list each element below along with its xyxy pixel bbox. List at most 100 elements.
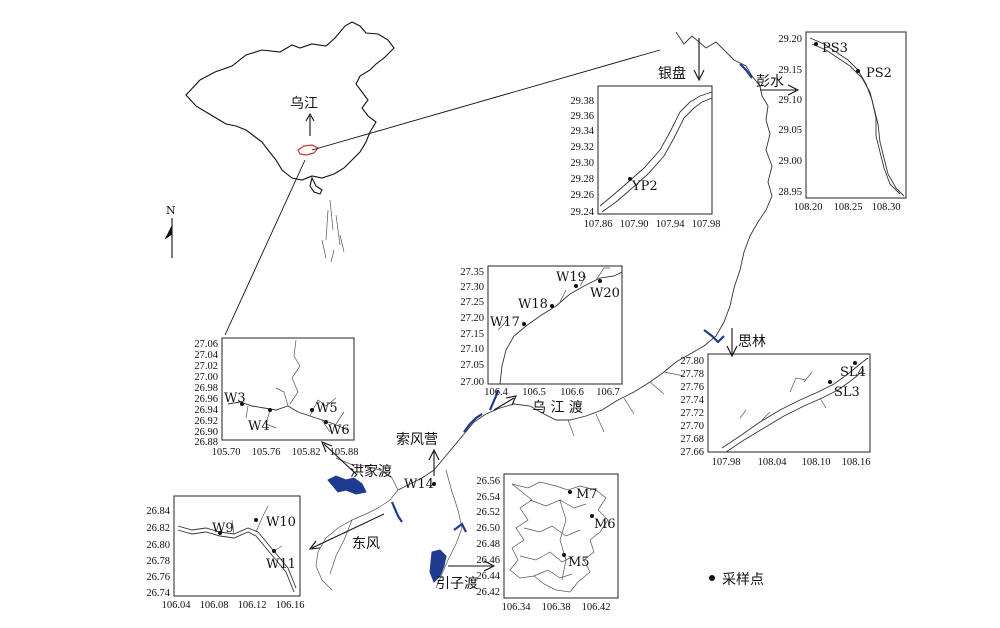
site-dot-w20: [598, 279, 602, 283]
y-tick: 29.28: [570, 174, 594, 185]
x-tick: 107.98: [712, 457, 741, 468]
inset-yinpan: YP2 29.38 29.36 29.34 29.32 29.30 29.28 …: [570, 85, 721, 230]
north-label: N: [166, 204, 176, 217]
site-label-w20: W20: [590, 286, 620, 301]
y-tick: 26.54: [476, 492, 500, 503]
site-label-w3: W3: [224, 391, 246, 406]
x-tick: 106.04: [162, 600, 192, 611]
label-hongjiadu: 洪家渡: [350, 463, 392, 480]
site-label-w4: W4: [248, 419, 270, 434]
y-tick: 26.44: [476, 571, 500, 582]
y-tick: 29.15: [778, 65, 802, 76]
site-label-w11: W11: [266, 557, 296, 572]
site-dot-w18: [550, 304, 554, 308]
site-label-sl3: SL3: [834, 385, 860, 400]
x-tick: 106.6: [560, 387, 584, 398]
site-dot-w17: [522, 322, 526, 326]
y-tick: 29.36: [570, 111, 594, 122]
x-tick: 108.04: [758, 457, 788, 468]
y-tick: 26.78: [146, 556, 170, 567]
arrow-hongjiadu: [321, 441, 357, 475]
x-tick: 105.82: [292, 447, 321, 458]
inset-hongjiadu-y-axis: 27.06 27.04 27.02 27.00 26.98 26.96 26.9…: [194, 339, 218, 448]
y-tick: 27.04: [194, 350, 218, 361]
inset-yinzidu-y-axis: 26.56 26.54 26.52 26.50 26.48 26.46 26.4…: [476, 476, 500, 598]
arrow-yinzidu: [448, 560, 496, 572]
y-tick: 27.74: [680, 395, 704, 406]
y-tick: 26.42: [476, 587, 500, 598]
inset-dongfeng: W9 W10 W11 26.84 26.82 26.80 26.78 26.76…: [146, 495, 305, 611]
y-tick: 27.05: [460, 360, 484, 371]
site-label-yp2: YP2: [631, 179, 658, 194]
site-label-w17: W17: [490, 315, 520, 330]
y-tick: 29.32: [570, 142, 594, 153]
inset-dongfeng-y-axis: 26.84 26.82 26.80 26.78 26.76 26.74: [146, 506, 170, 599]
site-label-w9: W9: [212, 521, 234, 536]
x-tick: 106.12: [238, 600, 267, 611]
y-tick: 26.84: [146, 506, 170, 517]
inset-yinzidu: M7 M6 M5 26.56 26.54 26.52 26.50 26.48 2…: [476, 473, 619, 613]
y-tick: 27.30: [460, 282, 484, 293]
y-tick: 29.10: [778, 95, 802, 106]
y-tick: 26.46: [476, 555, 500, 566]
y-tick: 26.76: [146, 572, 170, 583]
y-tick: 27.00: [194, 372, 218, 383]
inset-dongfeng-x-axis: 106.04 106.08 106.12 106.16: [162, 600, 305, 611]
site-label-w10: W10: [266, 515, 296, 530]
inset-pengshui: PS3 PS2 29.20 29.15 29.10 29.05 29.00 28…: [778, 31, 907, 213]
north-arrow: N: [164, 204, 176, 258]
arrow-silin: [726, 328, 738, 358]
x-tick: 106.42: [582, 602, 611, 613]
x-tick: 106.16: [276, 600, 305, 611]
inset-silin: SL4 SL3 27.80 27.78 27.76 27.74 27.72 27…: [680, 353, 871, 468]
site-dot-w10: [254, 518, 258, 522]
y-tick: 27.68: [680, 434, 704, 445]
y-tick: 27.72: [680, 408, 704, 419]
y-tick: 27.70: [680, 421, 704, 432]
site-dot-sl4: [853, 361, 857, 365]
site-dot-ps2: [856, 69, 860, 73]
inset-pengshui-y-axis: 29.20 29.15 29.10 29.05 29.00 28.95: [778, 34, 802, 198]
inset-hongjiadu-x-axis: 105.70 105.76 105.82 105.88: [212, 447, 359, 458]
y-tick: 27.78: [680, 369, 704, 380]
y-tick: 26.74: [146, 588, 170, 599]
inset-wujiangdu-y-axis: 27.35 27.30 27.25 27.20 27.15 27.10 27.0…: [460, 267, 484, 388]
x-tick: 106.38: [542, 602, 571, 613]
x-tick: 107.86: [584, 219, 613, 230]
site-dot-w6: [324, 420, 328, 424]
y-tick: 27.10: [460, 344, 484, 355]
site-dot-w14: [432, 482, 436, 486]
site-dot-w19: [574, 284, 578, 288]
china-river-label: 乌江: [290, 96, 318, 112]
x-tick: 105.88: [330, 447, 359, 458]
leader-line-north: [311, 49, 661, 151]
site-dot-m6: [590, 514, 594, 518]
arrow-wujiangdu: [493, 395, 517, 411]
legend-dot: [709, 575, 715, 581]
inset-yinpan-x-axis: 107.86 107.90 107.94 107.98: [584, 219, 721, 230]
y-tick: 26.50: [476, 523, 500, 534]
legend: 采样点: [709, 572, 764, 588]
x-tick: 106.7: [596, 387, 620, 398]
y-tick: 28.95: [778, 187, 802, 198]
site-label-ps3: PS3: [822, 41, 848, 56]
x-tick: 107.90: [620, 219, 649, 230]
y-tick: 27.00: [460, 377, 484, 388]
x-tick: 105.70: [212, 447, 241, 458]
y-tick: 26.52: [476, 507, 500, 518]
y-tick: 29.20: [778, 34, 802, 45]
x-tick: 107.98: [692, 219, 721, 230]
site-dot-w4: [268, 408, 272, 412]
y-tick: 26.80: [146, 540, 170, 551]
site-label-m6: M6: [594, 517, 616, 532]
site-dot-yp2: [628, 177, 632, 181]
y-tick: 26.92: [194, 416, 218, 427]
x-tick: 108.20: [794, 202, 823, 213]
site-dot-m7: [568, 490, 572, 494]
site-dot-w9: [218, 531, 222, 535]
site-label-m7: M7: [576, 487, 598, 502]
y-tick: 29.26: [570, 190, 594, 201]
inset-wujiangdu: W19 W20 W18 W17 27.35 27.30 27.25 27.20 …: [460, 265, 623, 398]
x-tick: 108.10: [802, 457, 831, 468]
